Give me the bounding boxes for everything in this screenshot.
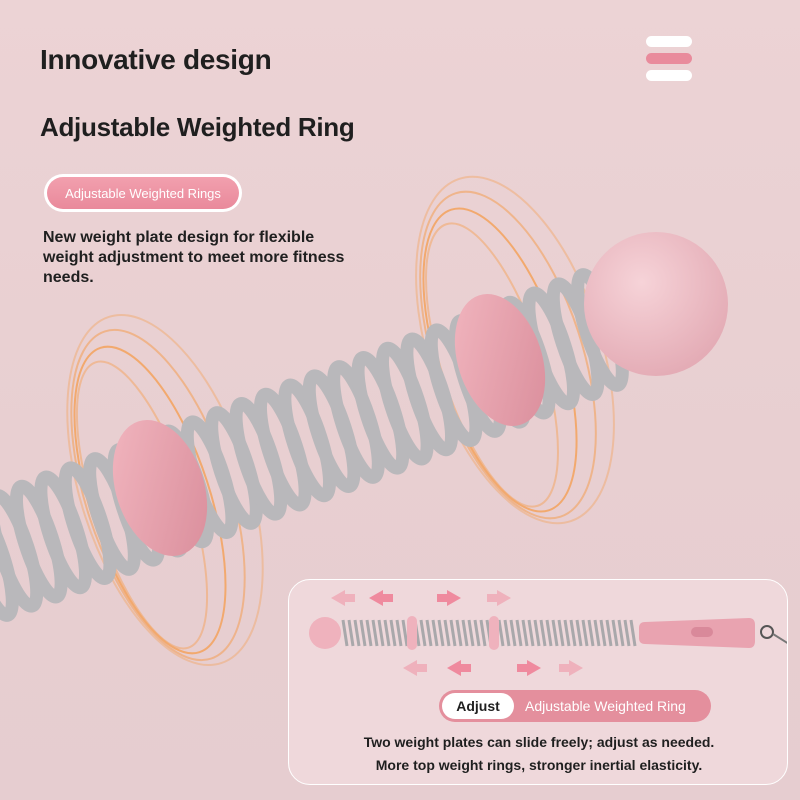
detail-line-1: Two weight plates can slide freely; adju…: [363, 734, 715, 750]
mini-spring-coil: [389, 619, 397, 647]
weight-ring-right: [454, 294, 546, 426]
mini-spring-coil: [611, 619, 619, 647]
adjust-text: Adjustable Weighted Ring: [525, 698, 686, 714]
mini-spring-coil: [341, 619, 349, 647]
feature-description: New weight plate design for flexible wei…: [43, 229, 345, 286]
mini-spring-coil: [545, 619, 553, 647]
mini-spring-coil: [383, 619, 391, 647]
mini-spring-coil: [479, 619, 487, 647]
mini-spring-coil: [581, 619, 589, 647]
adjust-badge: Adjust Adjustable Weighted Ring: [439, 690, 711, 722]
mini-spring-coil: [425, 619, 433, 647]
mini-spring-coil: [623, 619, 631, 647]
mini-spring-coil: [359, 619, 367, 647]
mini-spring-coil: [551, 619, 559, 647]
mini-handle-button: [691, 627, 713, 637]
mini-spring-coil: [629, 619, 637, 647]
mini-spring-coil: [521, 619, 529, 647]
weight-ring-left: [112, 420, 208, 556]
mini-spring-coil: [617, 619, 625, 647]
mini-spring-coil: [449, 619, 457, 647]
menu-bar-bottom: [646, 70, 692, 81]
mini-spring-coil: [587, 619, 595, 647]
mini-spring-coil: [569, 619, 577, 647]
mini-spring-coil: [437, 619, 445, 647]
mini-spring-coil: [431, 619, 439, 647]
adjust-label: Adjust: [442, 693, 514, 719]
mini-handle-ring: [760, 625, 774, 639]
page-title: Innovative design: [40, 44, 272, 75]
mini-spring-coil: [539, 619, 547, 647]
mini-spring-coil: [497, 619, 505, 647]
mini-spring-coil: [401, 619, 409, 647]
feature-pill-label: Adjustable Weighted Rings: [47, 177, 239, 209]
mini-spring-coil: [593, 619, 601, 647]
mini-spring-coil: [419, 619, 427, 647]
mini-weight-plate-1: [407, 616, 417, 650]
mini-spring-coil: [443, 619, 451, 647]
slide-arrows-bottom: [403, 660, 583, 676]
mini-spring-coil: [533, 619, 541, 647]
mini-spring-coil: [461, 619, 469, 647]
hamburger-icon[interactable]: [646, 36, 692, 87]
mini-spring-coil: [347, 619, 355, 647]
mini-spring-coil: [557, 619, 565, 647]
mini-spring-coil: [395, 619, 403, 647]
mini-spring-coil: [563, 619, 571, 647]
slide-arrows-top: [331, 590, 511, 606]
mini-spring-coil: [509, 619, 517, 647]
mini-spring-coil: [365, 619, 373, 647]
mini-spring-coil: [371, 619, 379, 647]
mini-spring-coil: [515, 619, 523, 647]
mini-spring-coil: [455, 619, 463, 647]
menu-bar-middle: [646, 53, 692, 64]
mini-end-ball: [309, 617, 341, 649]
feature-pill: Adjustable Weighted Rings: [44, 174, 242, 212]
mini-spring-coil: [377, 619, 385, 647]
mini-spring-coil: [353, 619, 361, 647]
mini-weight-plate-2: [489, 616, 499, 650]
mini-spring-coil: [467, 619, 475, 647]
mini-spring-coil: [605, 619, 613, 647]
mini-spring-coil: [473, 619, 481, 647]
mini-hoop-illustration: [309, 590, 787, 676]
mini-spring-coil: [503, 619, 511, 647]
end-ball: [584, 232, 728, 376]
mini-spring-coil: [527, 619, 535, 647]
detail-line-2: More top weight rings, stronger inertial…: [375, 757, 703, 773]
page-subtitle: Adjustable Weighted Ring: [40, 112, 355, 142]
mini-spring-coil: [599, 619, 607, 647]
spring-coils: [0, 268, 629, 622]
menu-bar-top: [646, 36, 692, 47]
detail-card: Adjust Adjustable Weighted Ring Two weig…: [288, 579, 788, 785]
mini-spring-coil: [575, 619, 583, 647]
